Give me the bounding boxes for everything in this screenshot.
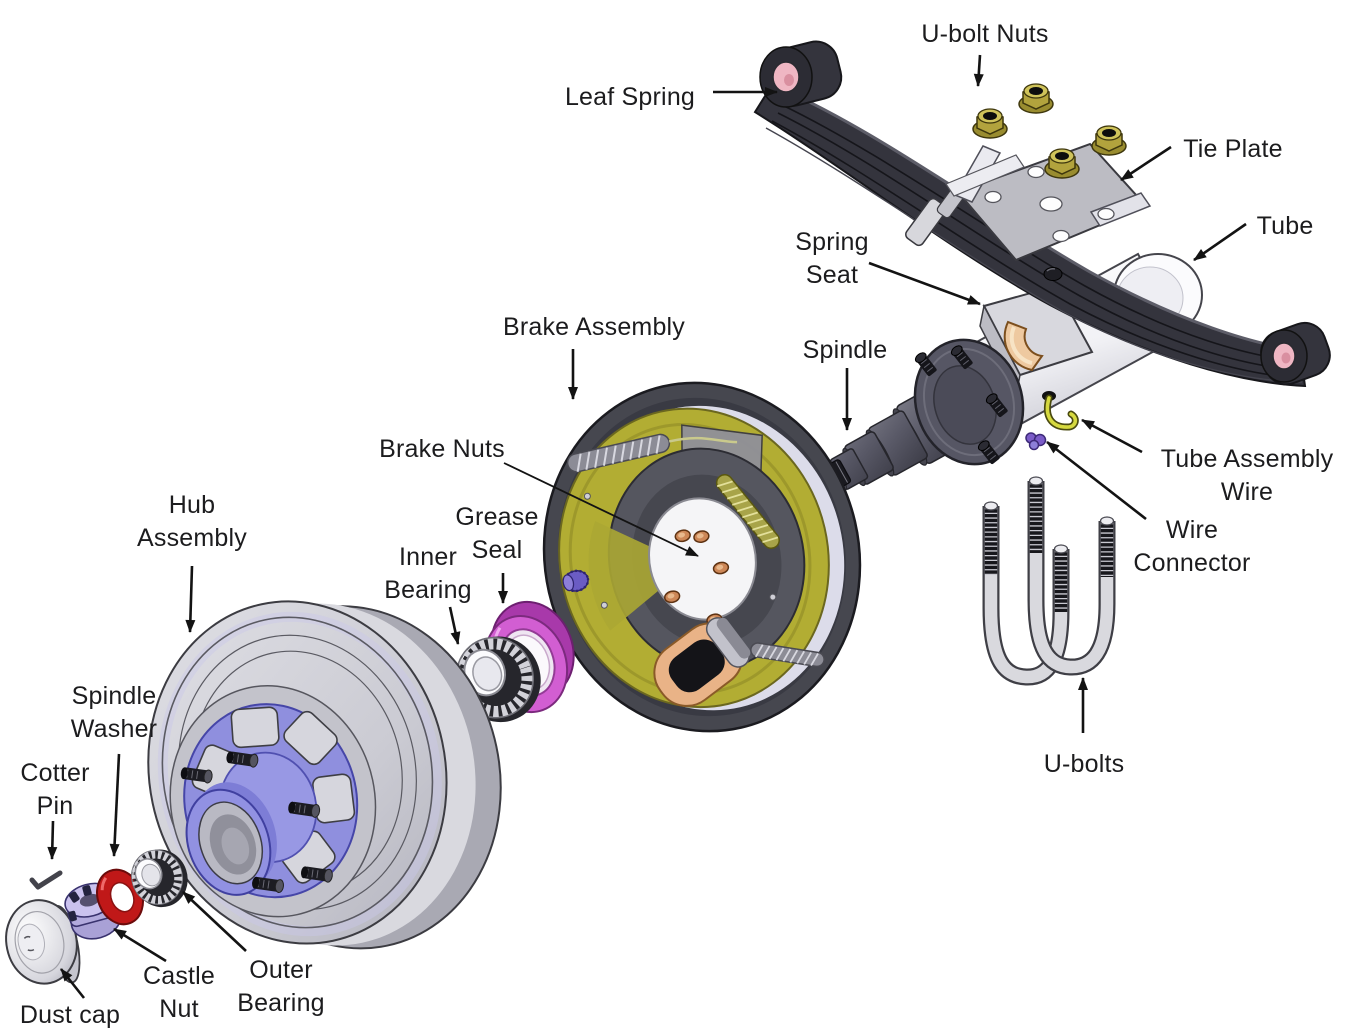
label-dust-cap: Dust cap — [19, 1001, 121, 1029]
tie-plate-part — [945, 142, 1152, 262]
label-castle-nut: Castle Nut — [142, 962, 216, 1023]
label-outer-bearing: Outer Bearing — [237, 956, 325, 1017]
label-hub-assembly: Hub Assembly — [137, 491, 247, 552]
label-spindle-washer: Spindle Washer — [70, 682, 158, 743]
wire-connector-part — [1025, 432, 1047, 451]
u-bolt-nuts-part — [972, 83, 1127, 179]
cotter-pin-part — [29, 870, 63, 890]
wheel-studs — [180, 751, 333, 894]
brake-assembly-part — [542, 381, 862, 733]
label-u-bolt-nuts: U-bolt Nuts — [921, 20, 1049, 48]
leaf-spring-part — [753, 40, 1331, 388]
u-bolts-part — [982, 476, 1116, 686]
label-tube: Tube — [1256, 212, 1314, 240]
label-grease-seal: Grease Seal — [455, 503, 539, 564]
label-inner-bearing: Inner Bearing — [384, 543, 472, 604]
label-tie-plate: Tie Plate — [1183, 135, 1283, 163]
label-brake-nuts: Brake Nuts — [379, 435, 505, 463]
label-tube-assembly-wire: Tube Assembly Wire — [1160, 445, 1334, 506]
hub-assembly-part — [147, 600, 502, 950]
spindle-part — [810, 338, 1025, 496]
label-spindle: Spindle — [802, 336, 888, 364]
label-u-bolts: U-bolts — [1043, 750, 1125, 778]
label-cotter-pin: Cotter Pin — [20, 759, 90, 820]
label-spring-seat: Spring Seat — [795, 228, 869, 289]
label-wire-connector: Wire Connector — [1133, 516, 1251, 577]
label-brake-assembly: Brake Assembly — [502, 313, 686, 341]
label-leaf-spring: Leaf Spring — [564, 83, 696, 111]
tube-assembly-wire-part — [1042, 391, 1079, 431]
outer-bearing-part — [131, 849, 188, 908]
leader-arrows — [47, 54, 1247, 999]
